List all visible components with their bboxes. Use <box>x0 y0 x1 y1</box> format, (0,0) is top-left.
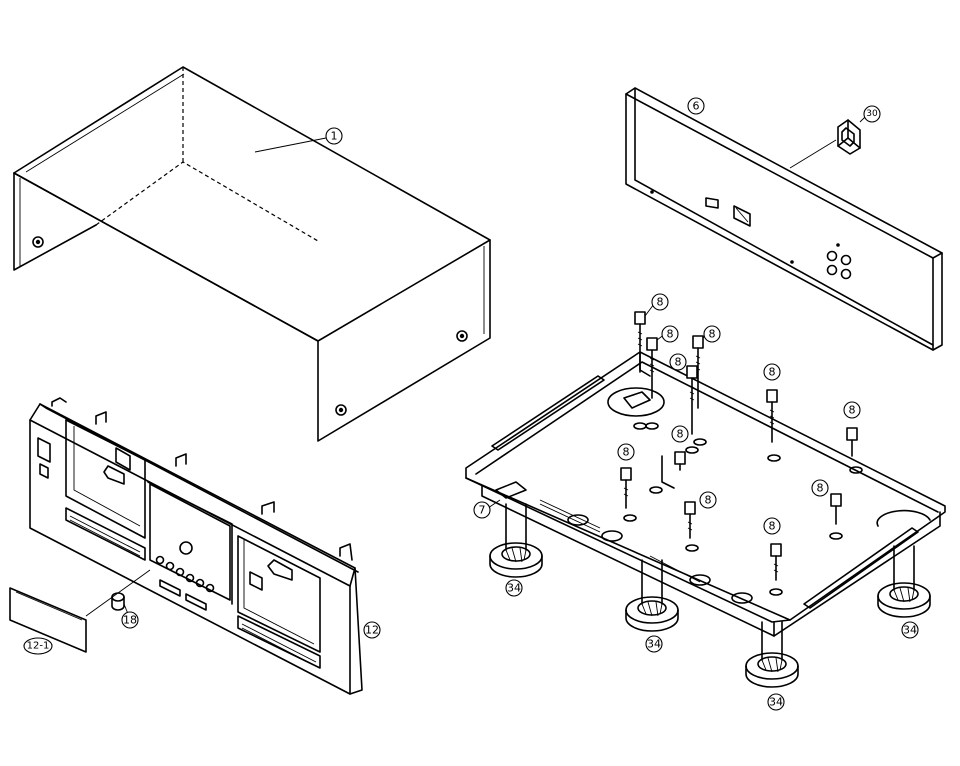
callout-8-label: 8 <box>675 356 682 369</box>
callout-8-label: 8 <box>677 428 684 441</box>
callout-1: 1 <box>325 127 343 145</box>
foot <box>745 621 799 688</box>
top-cover <box>13 66 491 442</box>
callout-34-label: 34 <box>507 582 521 595</box>
callout-8: 8 <box>669 353 687 371</box>
callout-8: 8 <box>651 293 669 311</box>
feet <box>489 503 931 688</box>
callout-30: 30 <box>863 105 881 123</box>
callout-8: 8 <box>661 325 679 343</box>
screw <box>685 365 699 454</box>
callout-34-label: 34 <box>769 696 783 709</box>
callout-12: 12 <box>363 621 381 639</box>
screw <box>645 333 666 430</box>
foot <box>489 503 543 578</box>
callout-34: 34 <box>767 693 785 711</box>
callout-34: 34 <box>901 621 919 639</box>
callout-30-label: 30 <box>866 109 878 119</box>
callout-6-label: 6 <box>693 100 700 113</box>
callout-6: 6 <box>687 97 705 115</box>
callout-34-label: 34 <box>647 638 661 651</box>
connector-part <box>789 115 867 169</box>
screw <box>766 389 781 462</box>
callout-8-label: 8 <box>667 328 674 341</box>
screw <box>684 501 699 552</box>
callout-8-label: 8 <box>705 494 712 507</box>
callout-8: 8 <box>843 401 861 419</box>
foot <box>877 545 931 618</box>
callout-8-label: 8 <box>769 520 776 533</box>
callout-8-label: 8 <box>817 482 824 495</box>
screws <box>620 303 863 596</box>
screw <box>620 467 637 522</box>
callout-18: 18 <box>121 611 139 629</box>
callout-8-label: 8 <box>657 296 664 309</box>
callout-34: 34 <box>645 635 663 653</box>
callout-8-label: 8 <box>709 328 716 341</box>
callout-18-label: 18 <box>123 614 137 627</box>
callout-7-label: 7 <box>479 504 486 517</box>
callout-8: 8 <box>617 443 635 461</box>
callout-8: 8 <box>811 479 829 497</box>
screw <box>769 543 783 596</box>
screw <box>649 451 686 494</box>
callout-8-label: 8 <box>623 446 630 459</box>
callout-8: 8 <box>763 517 781 535</box>
callouts: 1 6 30 7 12 12-1 18 8 8 8 8 8 8 <box>23 97 919 711</box>
callout-34: 34 <box>505 579 523 597</box>
callout-34-label: 34 <box>903 624 917 637</box>
callout-8: 8 <box>699 491 717 509</box>
callout-7: 7 <box>473 501 491 519</box>
knob <box>111 592 129 615</box>
foot <box>625 559 679 632</box>
screw <box>846 427 863 474</box>
callout-12-1: 12-1 <box>23 637 53 655</box>
callout-8-label: 8 <box>849 404 856 417</box>
screw <box>829 493 843 540</box>
callout-12-1-label: 12-1 <box>27 641 50 652</box>
callout-1-label: 1 <box>331 130 338 143</box>
front-panel <box>29 397 363 695</box>
callout-8: 8 <box>703 325 721 343</box>
callout-8: 8 <box>763 363 781 381</box>
rear-panel <box>625 87 943 351</box>
callout-8-label: 8 <box>769 366 776 379</box>
callout-8: 8 <box>671 425 689 443</box>
callout-12-label: 12 <box>365 624 379 637</box>
